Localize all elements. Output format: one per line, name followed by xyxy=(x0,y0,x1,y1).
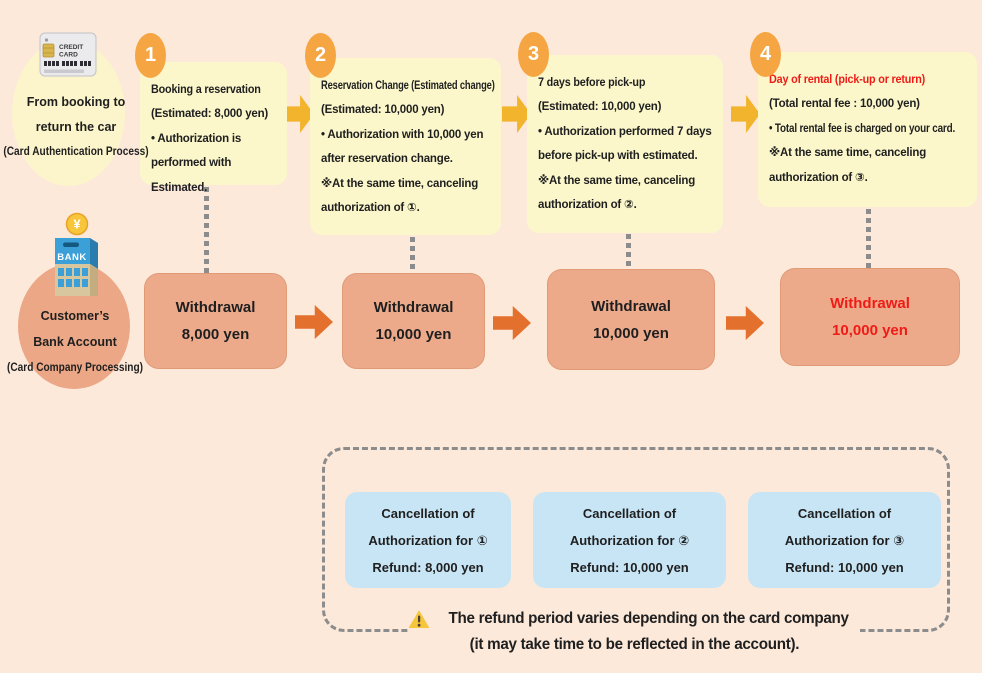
step-title: Booking a reservation xyxy=(151,82,261,96)
refund-note-line1: The refund period varies depending on th… xyxy=(448,609,850,627)
step-number-4: 4 xyxy=(750,32,781,77)
bank-icon: ¥ BANK xyxy=(55,212,98,296)
withdrawal-amount: 8,000 yen xyxy=(181,326,250,343)
step-line: ※At the same time, canceling authorizati… xyxy=(321,177,479,215)
svg-text:¥: ¥ xyxy=(73,217,81,232)
credit-card-icon: CREDIT CARD xyxy=(39,32,97,77)
step-line: • Authorization performed 7 days before … xyxy=(538,125,712,163)
step-number-1: 1 xyxy=(135,33,166,78)
refund-line: Authorization for ① xyxy=(368,533,488,548)
step-line: (Estimated: 10,000 yen) xyxy=(321,104,445,116)
step-line: • Authorization with 10,000 yen after re… xyxy=(321,128,484,166)
refund-line: Refund: 8,000 yen xyxy=(372,560,484,575)
card-actor-line: return the car xyxy=(35,120,117,134)
step-line: ※At the same time, canceling authorizati… xyxy=(538,174,696,212)
card-actor-label: From booking to return the car (Card Aut… xyxy=(0,90,160,165)
withdrawal-box-2: Withdrawal 10,000 yen xyxy=(342,273,485,369)
step-line: ※At the same time, canceling authorizati… xyxy=(769,147,927,184)
step-number-2: 2 xyxy=(305,33,336,78)
step-line: (Total rental fee : 10,000 yen) xyxy=(769,98,920,110)
withdrawal-label: Withdrawal xyxy=(830,295,910,312)
withdrawal-amount: 10,000 yen xyxy=(375,326,452,343)
dashed-connector xyxy=(866,209,871,268)
refund-line: Refund: 10,000 yen xyxy=(570,560,689,575)
dashed-connector xyxy=(410,237,415,273)
warning-icon xyxy=(409,609,430,628)
card-actor-line: (Card Authentication Process) xyxy=(3,146,149,158)
refund-line: Cancellation of xyxy=(582,506,677,521)
step-title: Day of rental (pick-up or return) xyxy=(769,72,926,86)
refund-note-row2: (it may take time to be reflected in the… xyxy=(408,636,860,654)
withdrawal-box-3: Withdrawal 10,000 yen xyxy=(547,269,715,370)
arrow-right-icon xyxy=(493,306,531,340)
refund-line: Authorization for ② xyxy=(569,533,690,548)
arrow-right-icon xyxy=(731,95,760,133)
step-box-7-days-before: 7 days before pick-up (Estimated: 10,000… xyxy=(527,55,723,233)
step-line: • Authorization is performed with Estima… xyxy=(151,132,242,194)
step-title: Reservation Change (Estimated change) xyxy=(321,78,495,92)
refund-note-line2: (it may take time to be reflected in the… xyxy=(469,636,799,653)
dashed-connector xyxy=(204,187,209,273)
refund-note-row: The refund period varies depending on th… xyxy=(408,603,860,634)
step-number-3: 3 xyxy=(518,32,549,77)
refund-line: Authorization for ③ xyxy=(784,533,905,548)
step-line: (Estimated: 8,000 yen) xyxy=(151,108,269,120)
refund-line: Cancellation of xyxy=(381,506,475,521)
refund-box-2: Cancellation of Authorization for ② Refu… xyxy=(533,492,726,588)
refund-box-1: Cancellation of Authorization for ① Refu… xyxy=(345,492,511,588)
refund-line: Refund: 10,000 yen xyxy=(785,560,904,575)
refund-line: Cancellation of xyxy=(797,506,892,521)
svg-text:CARD: CARD xyxy=(59,52,78,59)
step-box-day-of-rental: Day of rental (pick-up or return) (Total… xyxy=(758,52,977,207)
step-line: (Estimated: 10,000 yen) xyxy=(538,101,662,113)
withdrawal-amount: 10,000 yen xyxy=(832,322,908,339)
withdrawal-box-4: Withdrawal 10,000 yen xyxy=(780,268,960,366)
card-actor-line: From booking to xyxy=(26,95,126,109)
bank-actor-line: (Card Company Processing) xyxy=(6,362,144,374)
withdrawal-label: Withdrawal xyxy=(591,297,671,315)
bank-actor-label: Customer’s Bank Account (Card Company Pr… xyxy=(0,303,164,381)
bank-actor-line: Customer’s xyxy=(40,309,110,323)
withdrawal-label: Withdrawal xyxy=(175,299,256,316)
arrow-right-icon xyxy=(295,305,333,339)
svg-text:CREDIT: CREDIT xyxy=(59,44,83,51)
step-title: 7 days before pick-up xyxy=(538,75,646,89)
withdrawal-label: Withdrawal xyxy=(373,299,454,316)
step-line: • Total rental fee is charged on your ca… xyxy=(769,122,956,135)
arrow-right-icon xyxy=(726,306,764,340)
svg-text:BANK: BANK xyxy=(57,252,86,263)
step-box-booking: Booking a reservation (Estimated: 8,000 … xyxy=(140,62,287,194)
bank-actor-line: Bank Account xyxy=(33,335,117,349)
withdrawal-amount: 10,000 yen xyxy=(593,324,669,342)
refund-box-3: Cancellation of Authorization for ③ Refu… xyxy=(748,492,941,588)
withdrawal-box-1: Withdrawal 8,000 yen xyxy=(144,273,287,369)
step-box-reservation-change: Reservation Change (Estimated change) (E… xyxy=(310,58,501,235)
dashed-connector xyxy=(626,234,631,270)
